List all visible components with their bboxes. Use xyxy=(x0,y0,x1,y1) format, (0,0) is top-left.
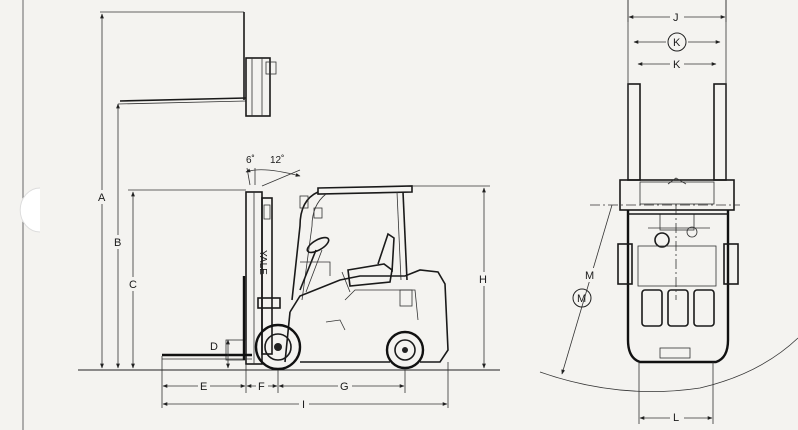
front-wheel xyxy=(254,323,302,371)
dim-label-D: D xyxy=(210,341,218,353)
overhead-guard xyxy=(291,185,413,301)
dim-label-J: J xyxy=(673,12,679,24)
dimension-K-circle: K xyxy=(633,32,721,52)
dim-label-I: I xyxy=(302,399,305,411)
turning-radius: M M xyxy=(539,204,798,392)
rear-wheel xyxy=(385,330,425,370)
lowered-forks xyxy=(162,276,252,360)
dim-label-H: H xyxy=(479,274,487,286)
steering-wheel xyxy=(299,236,331,293)
dim-label-G: G xyxy=(340,381,349,393)
mast-brand-label: YALE xyxy=(257,250,268,275)
back-tilt-label: 12˚ xyxy=(270,154,284,166)
dimension-J: J xyxy=(627,0,727,24)
dim-label-C: C xyxy=(129,279,137,291)
operator-seat xyxy=(341,232,395,293)
dim-label-F: F xyxy=(258,381,265,393)
chassis-top-view xyxy=(617,210,739,364)
dimension-E: E xyxy=(162,379,246,393)
dim-label-B: B xyxy=(114,237,121,249)
forward-tilt-label: 6˚ xyxy=(246,154,255,166)
forks-top-view xyxy=(627,0,727,181)
dim-label-E: E xyxy=(200,381,207,393)
top-view: J K K xyxy=(539,0,798,424)
dimension-D: D xyxy=(210,339,230,369)
side-view: 6˚ 12˚ xyxy=(78,11,500,411)
dim-label-K: K xyxy=(673,59,681,71)
dimension-A: A xyxy=(96,13,108,369)
dim-label-M-circle: M xyxy=(577,293,586,305)
raised-carriage xyxy=(100,11,277,117)
page-edge xyxy=(19,0,41,430)
dimension-I: I xyxy=(162,397,448,411)
dim-label-L: L xyxy=(673,412,679,424)
dim-label-K-circle: K xyxy=(673,37,681,49)
extension-lines xyxy=(161,356,449,408)
carriage-top-view xyxy=(619,177,735,248)
dimension-H: H xyxy=(412,185,491,369)
dimension-F: F xyxy=(246,379,278,393)
mast xyxy=(225,191,281,365)
dim-label-M: M xyxy=(585,270,594,282)
dimension-C: C xyxy=(127,189,246,369)
dim-label-A: A xyxy=(98,192,106,204)
dimension-B: B xyxy=(112,103,124,369)
dimension-L: L xyxy=(638,362,714,424)
dimension-G: G xyxy=(278,379,405,393)
tilt-angle-indicator: 6˚ 12˚ xyxy=(245,154,301,187)
dimension-K: K xyxy=(637,57,717,71)
